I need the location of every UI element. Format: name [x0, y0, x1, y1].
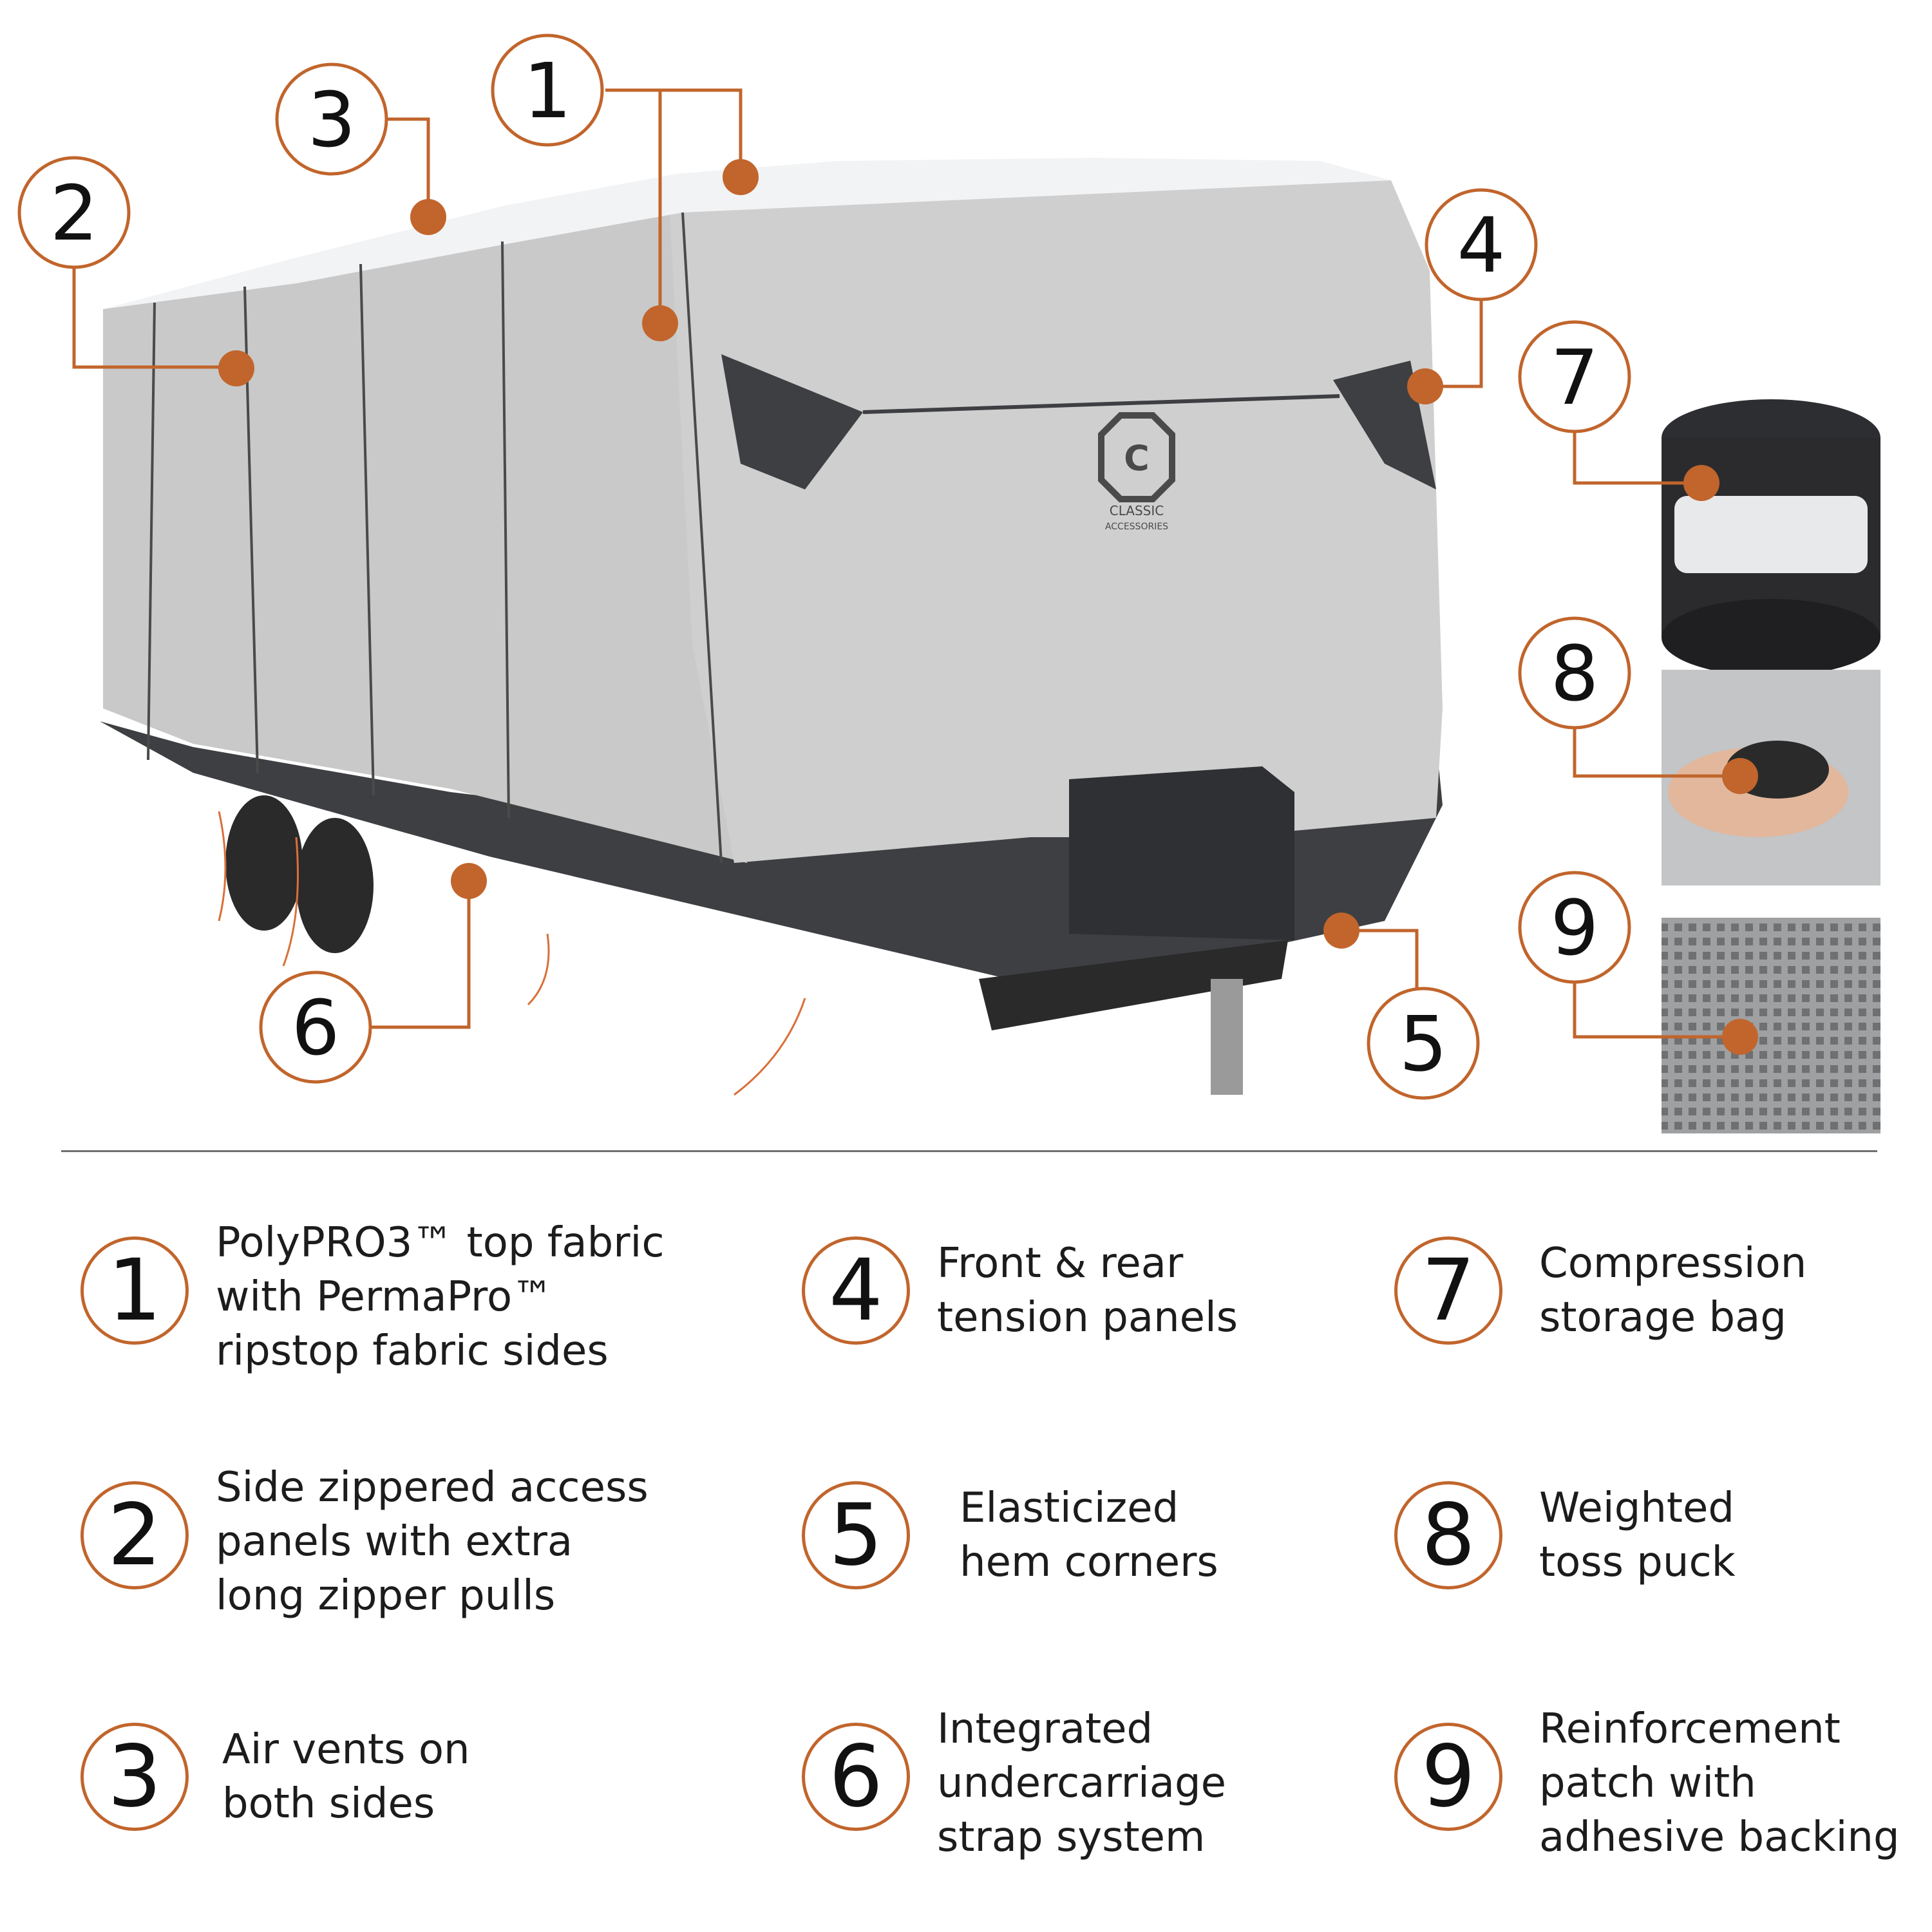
- leader-lines: [72, 88, 1739, 1039]
- callout-1: 1: [491, 33, 604, 147]
- section-divider: [61, 1150, 1877, 1152]
- feature-1-text: PolyPRO3™ top fabric with PermaPro™ rips…: [216, 1219, 665, 1375]
- feature-1-badge: 1: [80, 1236, 189, 1345]
- svg-text:3: 3: [307, 75, 355, 164]
- svg-text:1: 1: [523, 46, 571, 135]
- reinforcement-patch-image: [1662, 918, 1880, 1133]
- svg-text:5: 5: [1399, 999, 1447, 1088]
- callout-5: 5: [1367, 987, 1480, 1100]
- feature-5-text: Elasticized hem corners: [960, 1484, 1218, 1586]
- logo-line2: ACCESSORIES: [1105, 522, 1168, 532]
- svg-text:4: 4: [1457, 201, 1505, 290]
- callout-6: 6: [259, 971, 372, 1084]
- toss-puck-image: [1662, 670, 1880, 886]
- callout-dots: [218, 159, 1758, 1055]
- feature-8-text: Weighted toss puck: [1539, 1484, 1736, 1586]
- callout-8: 8: [1518, 616, 1631, 730]
- feature-7-text: Compression storage bag: [1539, 1240, 1807, 1341]
- feature-2-text: Side zippered access panels with extra l…: [216, 1464, 649, 1620]
- svg-text:C: C: [1124, 438, 1150, 478]
- svg-text:8: 8: [1550, 629, 1598, 718]
- feature-6-badge: 6: [802, 1723, 910, 1831]
- logo-line1: CLASSIC: [1110, 503, 1164, 518]
- callout-3: 3: [275, 62, 388, 176]
- svg-text:2: 2: [50, 169, 98, 258]
- feature-4-text: Front & rear tension panels: [937, 1240, 1238, 1341]
- svg-text:9: 9: [1550, 884, 1598, 972]
- svg-text:6: 6: [291, 983, 339, 1072]
- svg-text:7: 7: [1550, 333, 1598, 422]
- feature-7-badge: 7: [1394, 1236, 1502, 1345]
- callout-4: 4: [1425, 188, 1538, 301]
- feature-3-text: Air vents on both sides: [222, 1726, 470, 1828]
- feature-4-badge: 4: [802, 1236, 910, 1345]
- feature-5-badge: 5: [802, 1481, 910, 1589]
- feature-9-text: Reinforcement patch with adhesive backin…: [1539, 1705, 1900, 1861]
- feature-6-text: Integrated undercarriage strap system: [937, 1705, 1226, 1861]
- callout-7: 7: [1518, 320, 1631, 433]
- feature-9-badge: 9: [1394, 1723, 1502, 1831]
- feature-3-badge: 3: [80, 1723, 189, 1831]
- feature-8-badge: 8: [1394, 1481, 1502, 1589]
- storage-bag-image: [1662, 399, 1880, 676]
- classic-accessories-logo: C CLASSIC ACCESSORIES: [1098, 412, 1175, 532]
- callout-9: 9: [1518, 871, 1631, 984]
- feature-2-badge: 2: [80, 1481, 189, 1589]
- callout-2: 2: [17, 156, 131, 269]
- trailer-cover-illustration: C CLASSIC ACCESSORIES: [100, 158, 1443, 1096]
